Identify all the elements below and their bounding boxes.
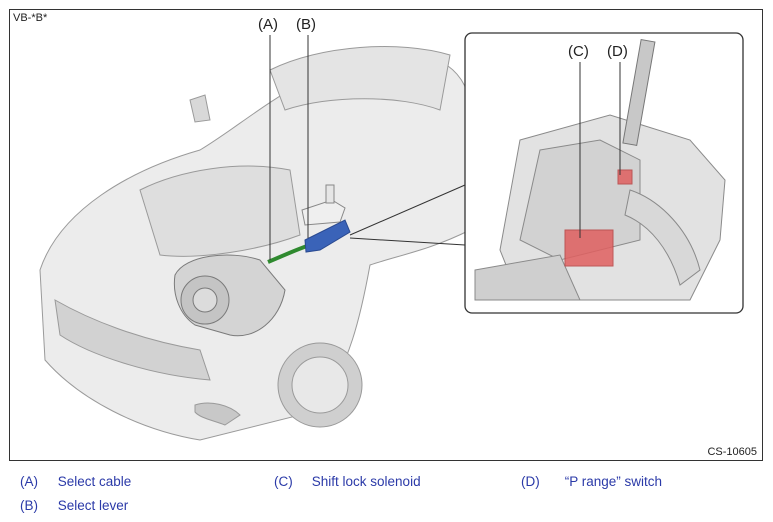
car-illustration xyxy=(39,32,744,441)
callout-a: (A) xyxy=(258,16,278,33)
legend-item-c: (C) Shift lock solenoid xyxy=(274,474,421,489)
select-lever xyxy=(301,184,351,253)
legend-key: (D) xyxy=(521,474,540,489)
legend-label: Select lever xyxy=(57,498,129,513)
callout-d: (D) xyxy=(607,43,628,60)
legend-item-d: (D) “P range” switch xyxy=(521,474,662,489)
callout-b: (B) xyxy=(296,16,316,33)
transmission xyxy=(173,254,286,337)
callout-c: (C) xyxy=(568,43,589,60)
car-body xyxy=(39,46,471,441)
legend-key: (A) xyxy=(20,474,38,489)
legend-key: (C) xyxy=(274,474,293,489)
legend-label: “P range” switch xyxy=(564,474,663,489)
legend: (A) Select cable (B) Select lever (C) Sh… xyxy=(0,470,773,520)
p-range-switch xyxy=(617,169,633,185)
legend-item-b: (B) Select lever xyxy=(20,498,128,513)
figure-code: VB-*B* xyxy=(13,12,48,24)
legend-label: Shift lock solenoid xyxy=(311,474,421,489)
legend-label: Select cable xyxy=(57,474,132,489)
legend-item-a: (A) Select cable xyxy=(20,474,131,489)
shift-lock-solenoid xyxy=(564,229,614,267)
figure-reference-code: CS-10605 xyxy=(707,446,757,458)
zoom-connector-bottom xyxy=(349,237,466,246)
detail-inset xyxy=(464,32,744,314)
legend-key: (B) xyxy=(20,498,38,513)
zoom-connector-top xyxy=(349,184,466,236)
